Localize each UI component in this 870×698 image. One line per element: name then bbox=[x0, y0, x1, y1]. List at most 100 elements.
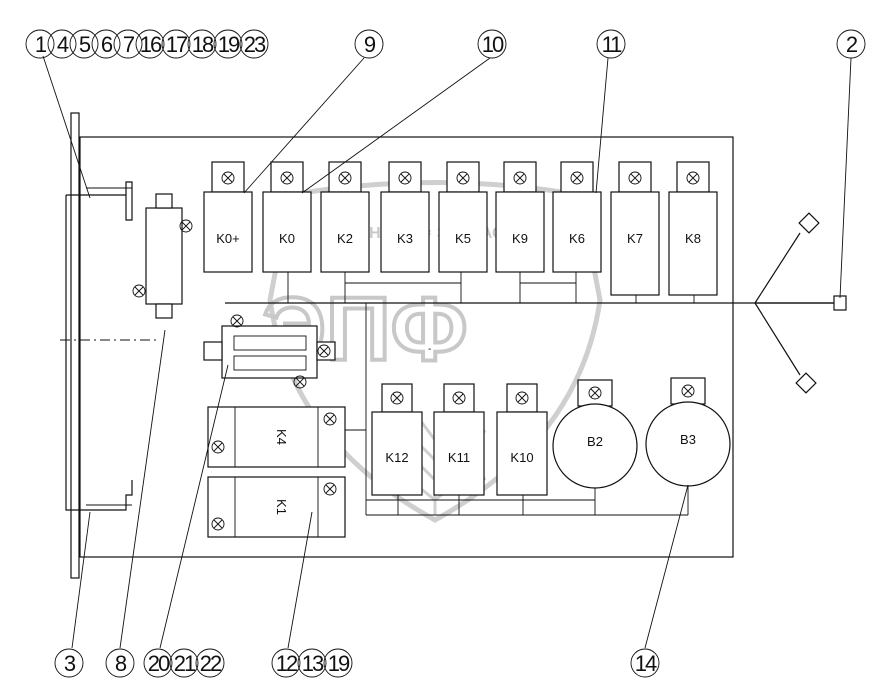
relay-k12: K12 bbox=[371, 383, 423, 496]
relay-k9: K9 bbox=[495, 161, 545, 273]
screw-icon bbox=[588, 386, 602, 400]
buzzer-b2: B2 bbox=[552, 379, 638, 489]
front-flange bbox=[70, 112, 80, 579]
relay-label: K2 bbox=[337, 231, 353, 246]
screw-icon bbox=[230, 314, 244, 328]
harness-fork bbox=[754, 232, 834, 376]
relay-k4: K4 bbox=[207, 406, 346, 468]
callout-number: 16 bbox=[140, 32, 162, 57]
relay-k7: K7 bbox=[610, 161, 660, 296]
relay-k6: K6 bbox=[552, 161, 602, 273]
callout-number: 3 bbox=[64, 651, 76, 676]
panel-outline bbox=[79, 136, 734, 558]
screw-icon bbox=[515, 391, 529, 405]
callout-number: 6 bbox=[101, 32, 113, 57]
screw-icon bbox=[452, 391, 466, 405]
callout-8: 8 bbox=[105, 648, 135, 678]
relay-label: K4 bbox=[274, 429, 289, 445]
relay-label: K3 bbox=[397, 231, 413, 246]
screw-icon bbox=[323, 482, 337, 496]
callout-14: 14 bbox=[630, 648, 660, 678]
screw-icon bbox=[390, 391, 404, 405]
callout-number: 5 bbox=[79, 32, 91, 57]
relay-label: K0+ bbox=[216, 231, 240, 246]
callout-number: 4 bbox=[57, 32, 69, 57]
callout-number: 1 bbox=[35, 32, 47, 57]
buzzer-label: B3 bbox=[680, 432, 696, 447]
buzzers: B2 B3 bbox=[552, 377, 731, 489]
callout-number: 20 bbox=[148, 651, 170, 676]
relay-k5: K5 bbox=[438, 161, 488, 273]
callout-number: 21 bbox=[174, 651, 196, 676]
callout-number: 2 bbox=[846, 32, 858, 57]
callout-number: 19 bbox=[328, 651, 350, 676]
screw-icon bbox=[280, 171, 294, 185]
callout-11: 11 bbox=[596, 29, 626, 59]
relay-label: K9 bbox=[512, 231, 528, 246]
callout-number: 12 bbox=[276, 651, 298, 676]
relay-label: K8 bbox=[685, 231, 701, 246]
top-relay-row: K0+ K0 K2 K3 K5 K9 K6 K7 K8 bbox=[203, 161, 718, 296]
callout-number: 19 bbox=[218, 32, 240, 57]
screw-icon bbox=[211, 440, 225, 454]
callout-3: 3 bbox=[54, 648, 84, 678]
relay-label: K0 bbox=[279, 231, 295, 246]
callout-number: 13 bbox=[302, 651, 324, 676]
vertical-feed bbox=[345, 303, 367, 515]
relay-k3: K3 bbox=[380, 161, 430, 273]
screw-icon bbox=[179, 219, 193, 233]
screw-icon bbox=[686, 171, 700, 185]
connector-bottom bbox=[795, 372, 817, 394]
door-hinge-top bbox=[86, 187, 132, 506]
callout-number: 14 bbox=[635, 651, 657, 676]
connector-plug bbox=[833, 295, 847, 311]
side-door bbox=[65, 181, 133, 511]
callout-10: 10 bbox=[477, 29, 507, 59]
relay-k0plus: K0+ bbox=[203, 161, 253, 273]
relay-label: K1 bbox=[274, 499, 289, 515]
callout-number: 10 bbox=[482, 32, 504, 57]
screw-icon bbox=[513, 171, 527, 185]
screw-icon bbox=[628, 171, 642, 185]
callout-9: 9 bbox=[354, 29, 384, 59]
screw-icon bbox=[681, 384, 695, 398]
screw-icon bbox=[211, 517, 225, 531]
screw-icon bbox=[323, 412, 337, 426]
relay-label: K10 bbox=[510, 450, 533, 465]
screw-icon bbox=[293, 375, 307, 389]
enclosure bbox=[60, 112, 734, 579]
relay-k10: K10 bbox=[496, 383, 548, 496]
fuse-block-middle: - bbox=[203, 314, 431, 389]
top-row-feed bbox=[287, 272, 695, 303]
callout-number: 9 bbox=[364, 32, 376, 57]
screw-icon bbox=[338, 171, 352, 185]
screw-icon bbox=[317, 344, 331, 358]
relay-label: K6 bbox=[569, 231, 585, 246]
fuse-holder-left bbox=[132, 193, 193, 319]
callout-number: 17 bbox=[166, 32, 188, 57]
callout-number: 11 bbox=[602, 32, 623, 57]
buzzer-label: B2 bbox=[587, 434, 603, 449]
callout-number: 22 bbox=[200, 651, 222, 676]
screw-icon bbox=[221, 171, 235, 185]
bottom-drops bbox=[397, 485, 689, 515]
relay-label: K11 bbox=[448, 450, 470, 465]
relay-label: K7 bbox=[627, 231, 643, 246]
relay-k1: K1 bbox=[207, 476, 346, 538]
callout-number: 8 bbox=[115, 651, 127, 676]
relay-k11: K11 bbox=[433, 383, 485, 496]
screw-icon bbox=[456, 171, 470, 185]
relay-k0: K0 bbox=[262, 161, 312, 273]
relay-label: K5 bbox=[455, 231, 471, 246]
buzzer-b3: B3 bbox=[645, 377, 731, 487]
relay-label: K12 bbox=[385, 450, 408, 465]
middle-relay-row: K12 K11 K10 bbox=[371, 383, 548, 496]
connector-top bbox=[798, 212, 820, 234]
wiring bbox=[225, 212, 847, 516]
relay-k8: K8 bbox=[668, 161, 718, 296]
callout-number: 18 bbox=[192, 32, 214, 57]
